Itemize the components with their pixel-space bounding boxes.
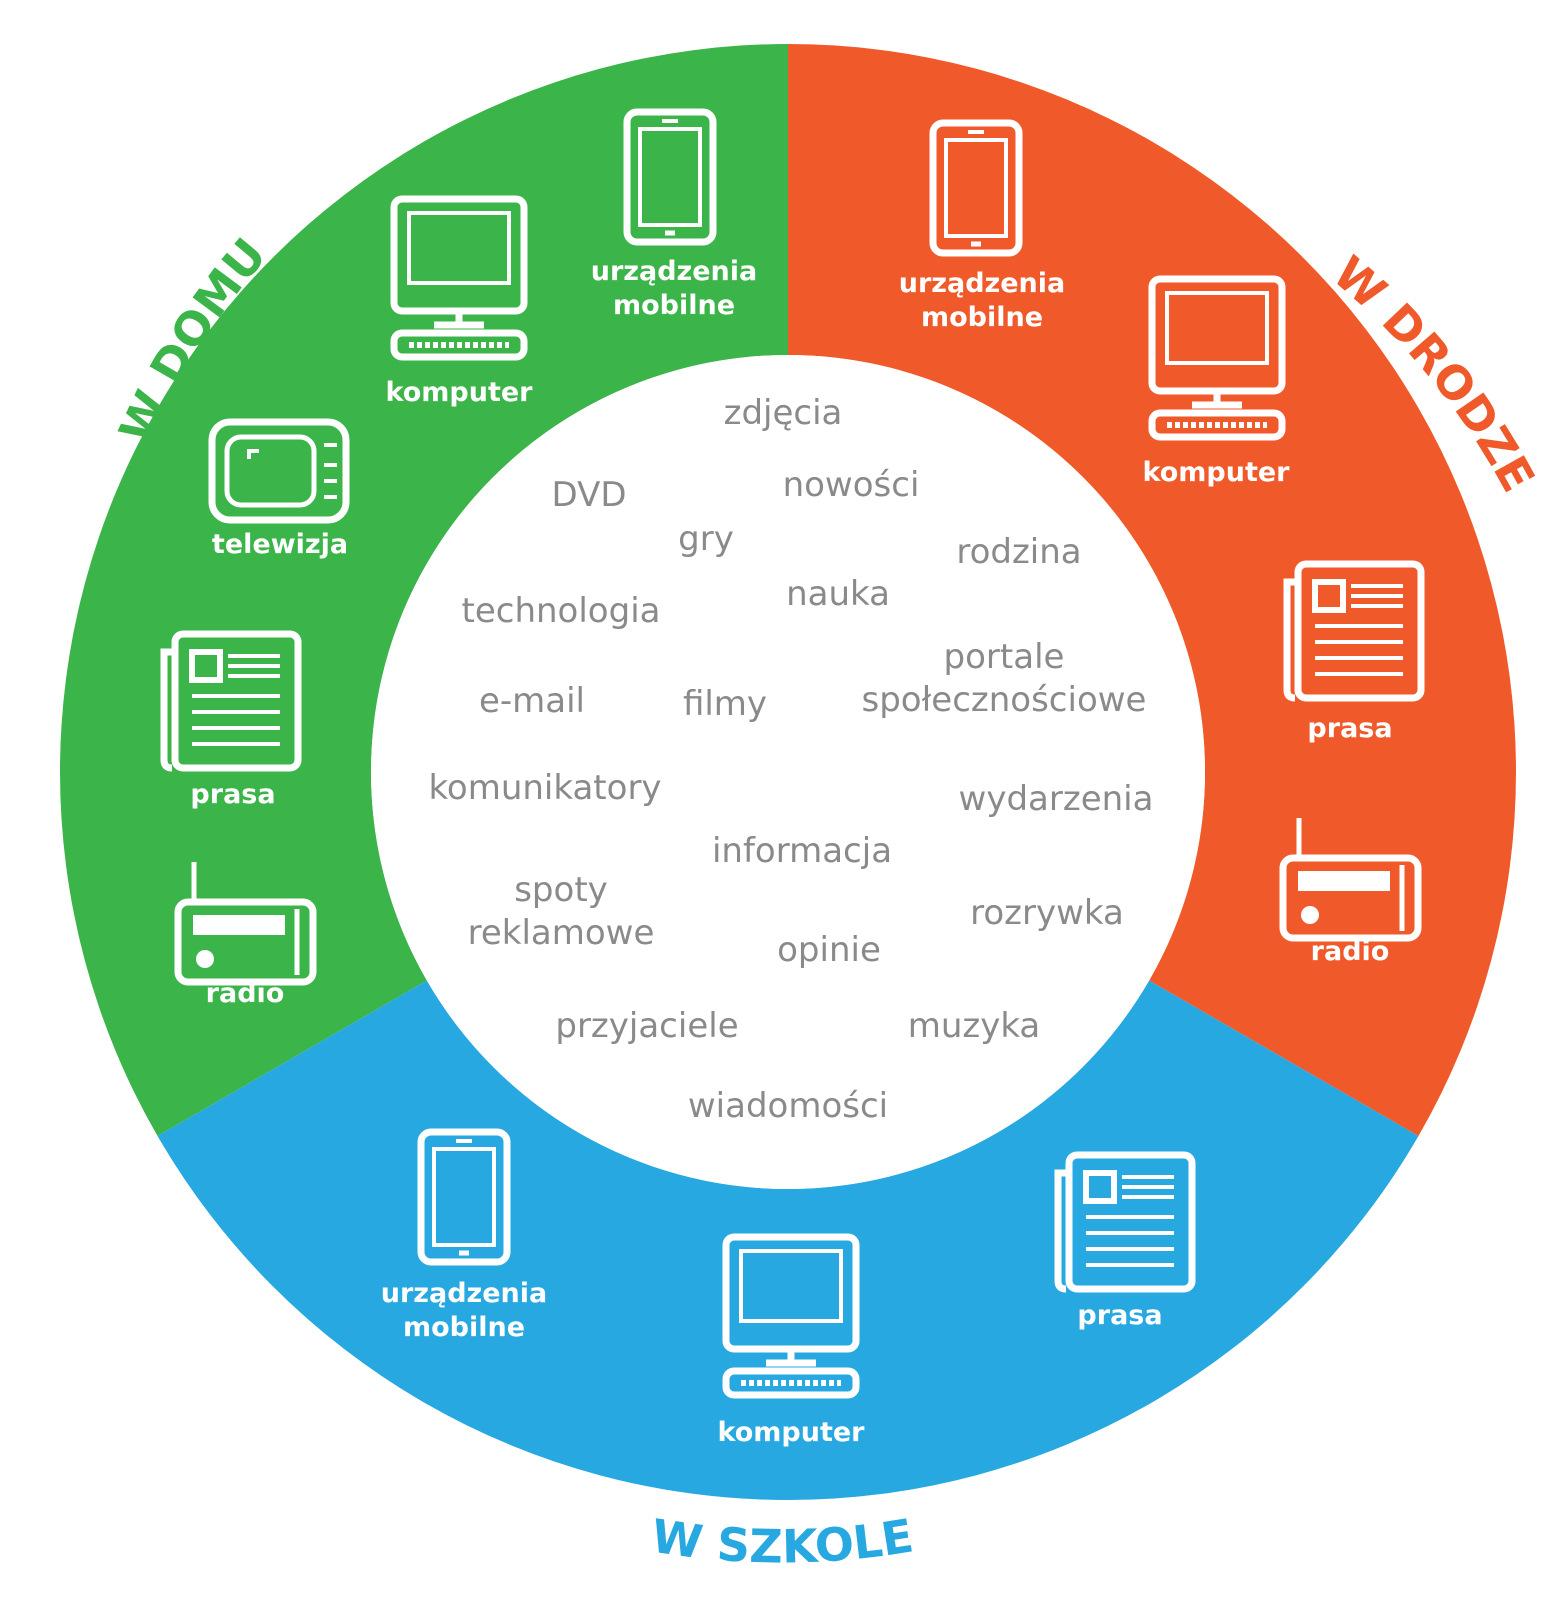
word: portale	[944, 637, 1065, 677]
word: spoty	[514, 870, 608, 910]
device-label: komputer	[718, 1417, 866, 1448]
device-label: urządzenia	[899, 268, 1066, 299]
tablet-icon	[929, 119, 1023, 257]
device-label: telewizja	[212, 529, 348, 560]
word: gry	[678, 519, 734, 559]
word: rozrywka	[970, 893, 1124, 933]
device-label: radio	[206, 978, 285, 1009]
radio-icon	[174, 862, 317, 986]
device-label: mobilne	[613, 290, 735, 321]
word: komunikatory	[428, 768, 661, 808]
device-label: urządzenia	[591, 256, 758, 287]
word: informacja	[712, 831, 892, 871]
device-label: komputer	[386, 377, 534, 408]
sector-home	[60, 44, 789, 1136]
device-label: komputer	[1143, 457, 1291, 488]
device-label: prasa	[1077, 1300, 1162, 1331]
word: przyjaciele	[555, 1006, 738, 1046]
word: zdjęcia	[724, 393, 843, 433]
word: nauka	[786, 574, 890, 614]
tablet-icon	[417, 1128, 511, 1266]
tv-icon	[208, 418, 350, 524]
word: rodzina	[956, 532, 1081, 572]
word: muzyka	[908, 1006, 1041, 1046]
tablet-icon	[623, 108, 717, 246]
section-home: urządzenia mobilne komputer telewizja	[160, 108, 758, 1009]
device-label: prasa	[1307, 713, 1392, 744]
word: e-mail	[479, 681, 585, 721]
device-label: mobilne	[403, 1312, 525, 1343]
inner-circle	[371, 355, 1205, 1189]
word: technologia	[462, 591, 661, 631]
computer-icon	[722, 1233, 860, 1399]
device-label: radio	[1311, 936, 1390, 967]
word: wiadomości	[688, 1086, 888, 1126]
section-road: urządzenia mobilne komputer prasa	[899, 119, 1425, 967]
word: DVD	[551, 475, 626, 515]
ring	[60, 44, 1516, 1500]
device-label: mobilne	[921, 302, 1043, 333]
newspaper-icon	[160, 630, 302, 772]
section-school: urządzenia mobilne komputer prasa	[381, 1128, 1196, 1448]
word: reklamowe	[468, 913, 655, 953]
radio-icon	[1279, 818, 1422, 942]
device-label: prasa	[190, 779, 275, 810]
computer-icon	[1148, 275, 1286, 441]
section-title-school: W SZKOLE	[648, 1508, 917, 1573]
word: opinie	[777, 930, 881, 970]
word: społecznościowe	[862, 680, 1147, 720]
word: nowości	[783, 465, 920, 505]
word-cloud: zdjęcia DVD nowości gry rodzina technolo…	[428, 393, 1153, 1126]
word: filmy	[683, 684, 767, 724]
sector-road	[788, 44, 1516, 1136]
newspaper-icon	[1283, 560, 1425, 702]
word: wydarzenia	[959, 779, 1154, 819]
computer-icon	[390, 195, 528, 361]
device-label: urządzenia	[381, 1278, 548, 1309]
newspaper-icon	[1054, 1151, 1196, 1293]
